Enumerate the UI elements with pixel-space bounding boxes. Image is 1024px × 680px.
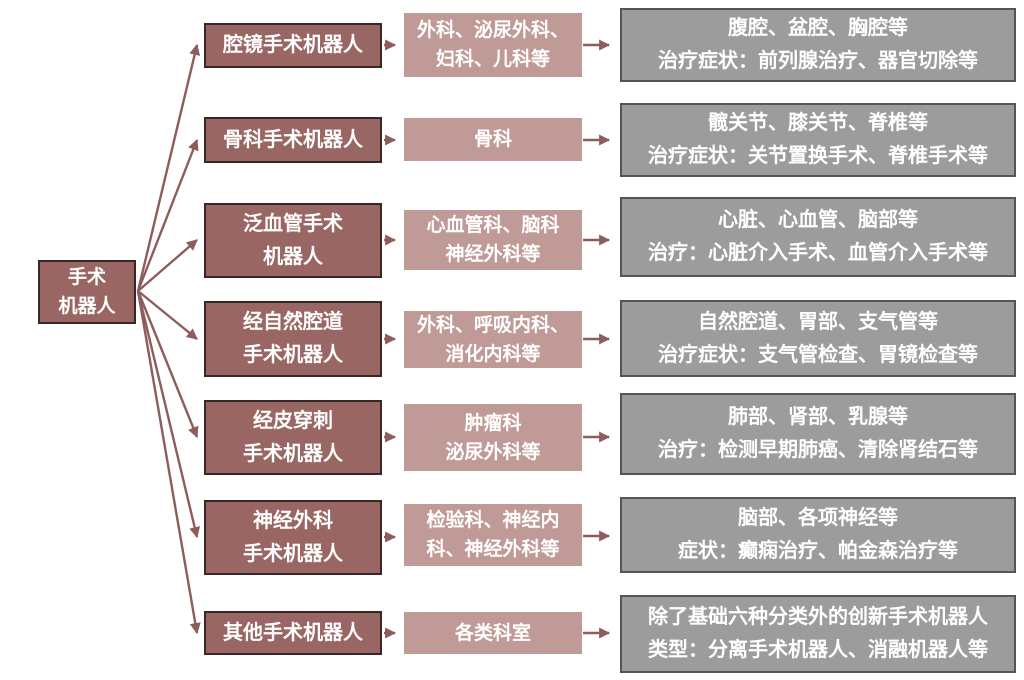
departments-node-other: 各类科室: [404, 612, 582, 654]
departments-node-orthopedic: 骨科: [404, 118, 582, 161]
application-node-neurosurgery: 脑部、各项神经等 症状：癫痫治疗、帕金森治疗等: [620, 497, 1016, 573]
application-node-natural-orifice: 自然腔道、胃部、支气管等 治疗症状：支气管检查、胃镜检查等: [620, 300, 1016, 377]
application-node-other: 除了基础六种分类外的创新手术机器人 类型：分离手术机器人、消融机器人等: [620, 595, 1016, 673]
category-node-orthopedic: 骨科手术机器人: [204, 117, 382, 163]
departments-node-neurosurgery: 检验科、神经内 科、神经外科等: [404, 504, 582, 566]
root-node: 手术 机器人: [38, 260, 136, 324]
category-node-laparoscopic: 腔镜手术机器人: [204, 23, 382, 68]
departments-node-natural-orifice: 外科、呼吸内科、 消化内科等: [404, 311, 582, 368]
category-node-panvascular: 泛血管手术 机器人: [204, 203, 382, 278]
application-node-percutaneous: 肺部、肾部、乳腺等 治疗：检测早期肺癌、清除肾结石等: [620, 393, 1016, 475]
departments-node-laparoscopic: 外科、泌尿外科、 妇科、儿科等: [404, 13, 582, 77]
application-node-panvascular: 心脏、心血管、脑部等 治疗：心脏介入手术、血管介入手术等: [620, 197, 1016, 277]
departments-node-percutaneous: 肿瘤科 泌尿外科等: [404, 404, 582, 471]
departments-node-panvascular: 心血管科、脑科 神经外科等: [404, 210, 582, 270]
application-node-orthopedic: 髋关节、膝关节、脊椎等 治疗症状：关节置换手术、脊椎手术等: [620, 103, 1016, 177]
category-node-percutaneous: 经皮穿刺 手术机器人: [204, 400, 382, 475]
category-node-natural-orifice: 经自然腔道 手术机器人: [204, 301, 382, 377]
category-node-neurosurgery: 神经外科 手术机器人: [204, 500, 382, 575]
application-node-laparoscopic: 腹腔、盆腔、胸腔等 治疗症状：前列腺治疗、器官切除等: [620, 8, 1016, 82]
category-node-other: 其他手术机器人: [204, 611, 382, 655]
